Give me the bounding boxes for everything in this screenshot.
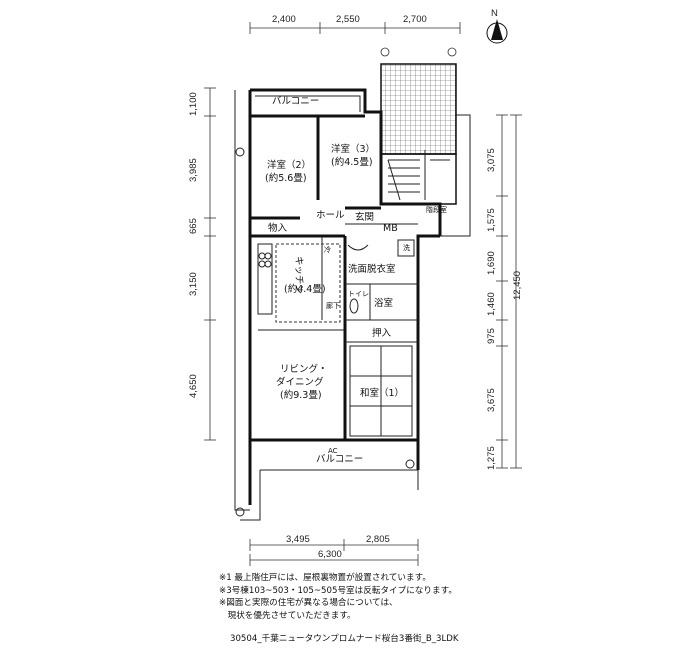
dim-right-4: 1,460 <box>486 292 497 316</box>
right-dimensions: 3,075 1,575 1,690 1,460 975 3,675 1,275 … <box>486 114 523 470</box>
note-line: ※図面と実際の住宅が異なる場合については、 <box>219 598 398 609</box>
dim-top-2: 2,550 <box>336 14 360 25</box>
stairwell: 階段室 <box>380 63 457 214</box>
dim-top-3: 2,700 <box>403 14 427 25</box>
dim-bottom-1: 3,495 <box>286 534 310 545</box>
dim-left-1: 1,100 <box>188 92 199 116</box>
north-arrow-icon: N <box>486 8 508 44</box>
kitchen-area: (約4.4畳) <box>284 283 326 295</box>
washer-icon <box>397 239 415 257</box>
dim-right-1: 3,075 <box>486 148 497 172</box>
western2-label: 洋室（2） <box>267 159 311 171</box>
dim-left-3: 665 <box>188 218 199 234</box>
mb-label: MB <box>383 223 398 234</box>
kitchen-label: キッチン <box>293 256 304 294</box>
balcony-bottom-label: バルコニー <box>316 454 363 465</box>
dim-right-3: 1,690 <box>486 251 497 275</box>
dim-right-7: 1,275 <box>486 446 497 470</box>
dim-right-2: 1,575 <box>486 208 497 232</box>
north-label: N <box>491 8 498 19</box>
dim-left-2: 3,985 <box>188 158 199 182</box>
tatami-room <box>349 345 413 437</box>
dim-top-1: 2,400 <box>272 14 296 25</box>
dim-right-5: 975 <box>486 328 497 344</box>
ac-label: AC <box>328 447 338 455</box>
bottom-dimensions: 3,495 2,805 6,300 <box>249 534 419 566</box>
left-dimensions: 1,100 3,985 665 3,150 4,650 <box>188 87 216 441</box>
dim-right-6: 3,675 <box>486 388 497 412</box>
hall-label: ホール <box>316 210 345 221</box>
dim-right-total: 12,450 <box>512 271 523 300</box>
note-line: ※3号棟103~503・105~505号室は反転タイプになります。 <box>219 585 457 596</box>
western3-label: 洋室（3） <box>331 143 375 155</box>
stair-label: 階段室 <box>426 205 447 214</box>
note-line: ※1 最上階住戸には、屋根裏物置が設置されています。 <box>219 573 431 583</box>
dim-bottom-total: 6,300 <box>318 549 342 560</box>
fixtures <box>235 147 415 517</box>
toilet-label: トイレ <box>348 290 369 298</box>
japanese-label: 和室（1） <box>360 387 404 399</box>
bath-label: 浴室 <box>374 297 393 309</box>
notes: ※1 最上階住戸には、屋根裏物置が設置されています。 ※3号棟103~503・1… <box>219 572 639 622</box>
room-labels: バルコニー 洋室（2） (約5.6畳) 洋室（3） (約4.5畳) ホール 玄関… <box>265 96 410 465</box>
outer-walls <box>234 88 471 521</box>
living-label-1: リビング・ <box>280 363 328 375</box>
dim-left-5: 4,650 <box>188 374 199 398</box>
western3-area: (約4.5畳) <box>331 156 373 168</box>
toilet-icon <box>349 298 359 314</box>
dim-left-4: 3,150 <box>188 272 199 296</box>
plan-caption: 30504_千葉ニュータウンプロムナード桜台3番街_B_3LDK <box>230 634 459 644</box>
washer-label: 洗 <box>403 243 410 252</box>
corridor-label: 廊下 <box>326 301 340 310</box>
sink-icon <box>347 244 369 251</box>
balcony-top-label: バルコニー <box>272 96 319 107</box>
dim-bottom-2: 2,805 <box>366 534 390 545</box>
interior-walls <box>250 114 418 440</box>
entrance-label: 玄関 <box>355 211 374 223</box>
closet-label: 押入 <box>372 327 392 339</box>
storage-label: 物入 <box>268 222 288 234</box>
living-area: (約9.3畳) <box>280 389 322 401</box>
washroom-label: 洗面脱衣室 <box>348 263 396 275</box>
living-label-2: ダイニング <box>276 376 324 388</box>
western2-area: (約5.6畳) <box>265 172 307 184</box>
ref-label: 冷 <box>324 245 331 254</box>
note-line: 現状を優先させていただきます。 <box>219 610 356 621</box>
top-dimensions: 2,400 2,550 2,700 <box>249 14 461 57</box>
